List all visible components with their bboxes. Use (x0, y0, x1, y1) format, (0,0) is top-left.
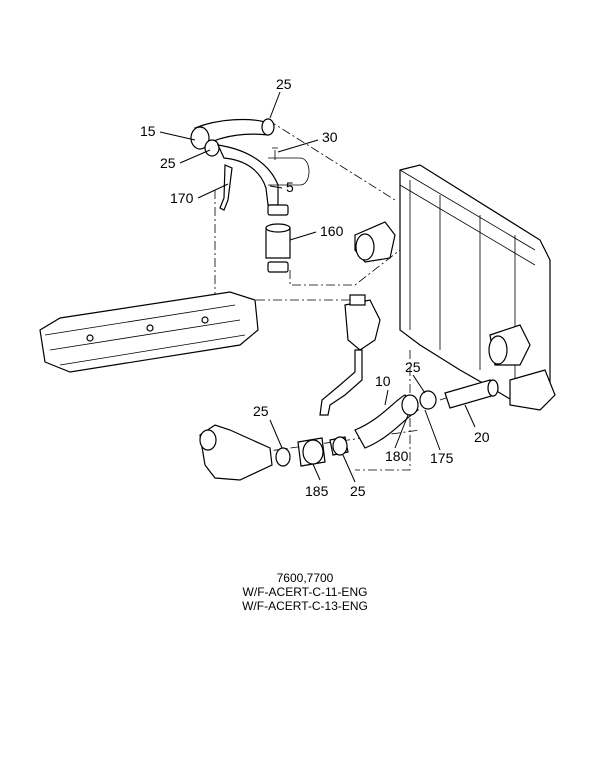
radiator (354, 164, 556, 411)
callout-170: 170 (170, 190, 194, 206)
thermostat-housing (319, 294, 381, 416)
callout-180: 180 (385, 448, 409, 464)
callout-25-bottom: 25 (350, 483, 366, 499)
callout-20: 20 (474, 429, 490, 445)
callout-labels: 25 15 30 25 5 170 160 10 25 25 20 180 17… (140, 76, 490, 499)
callout-25-left: 25 (160, 155, 176, 171)
caption-model: 7600,7700 (276, 571, 334, 585)
lower-hose-assembly (199, 379, 499, 481)
callout-25-top: 25 (276, 76, 292, 92)
caption-engine-c11: W/F-ACERT-C-11-ENG (242, 585, 368, 599)
caption-engine-c13: W/F-ACERT-C-13-ENG (242, 599, 368, 613)
callout-25-mid: 25 (405, 359, 421, 375)
callout-30: 30 (322, 129, 338, 145)
callout-5: 5 (286, 179, 294, 195)
callout-10: 10 (375, 373, 391, 389)
callout-25-lower: 25 (253, 403, 269, 419)
callout-185: 185 (305, 483, 329, 499)
callout-160: 160 (320, 223, 344, 239)
leader-lines (159, 91, 476, 483)
callout-15: 15 (140, 123, 156, 139)
upper-hose-assembly (190, 118, 310, 273)
callout-175: 175 (430, 450, 454, 466)
engine-valve-cover (39, 291, 259, 373)
